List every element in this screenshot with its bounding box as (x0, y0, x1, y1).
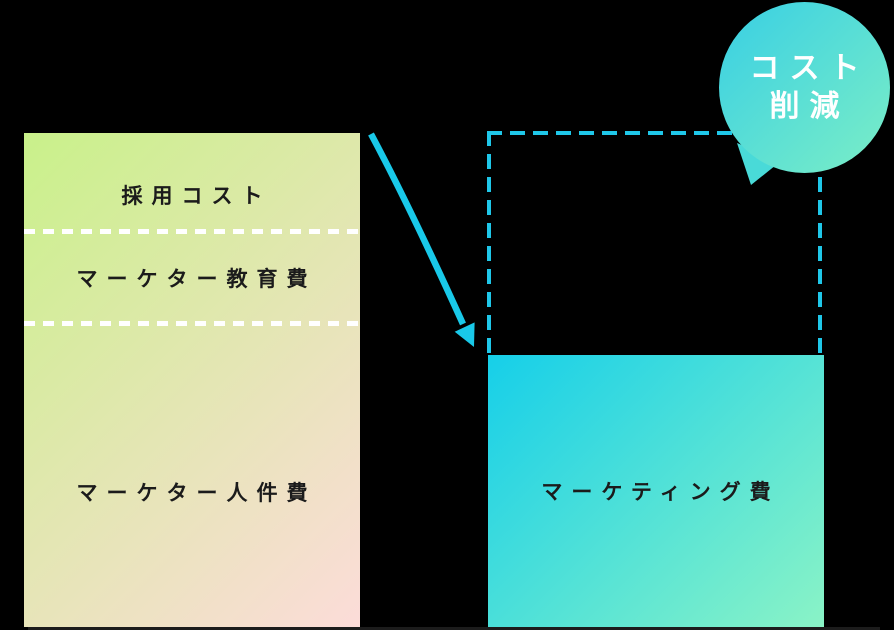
dashed-divider (24, 321, 360, 326)
arrow-head-icon (454, 322, 475, 347)
marketing-cost-label: マーケティング費 (541, 480, 780, 504)
saved-cost-outline-left (487, 131, 491, 355)
bubble-text-line1: コスト (749, 50, 870, 86)
before-costs-box: 採用コスト マーケター教育費 マーケター人件費 (24, 133, 360, 627)
after-costs-box: マーケティング費 (488, 355, 824, 627)
saved-cost-outline-right (818, 131, 822, 355)
reduction-arrow (368, 132, 466, 326)
cost-reduction-bubble: コスト 削減 (719, 2, 890, 173)
marketer-payroll-cost-label: マーケター人件費 (76, 481, 317, 505)
marketer-training-cost-label: マーケター教育費 (76, 267, 317, 291)
bubble-text-line2: 削減 (769, 88, 850, 124)
ground-strip (28, 627, 880, 630)
saved-cost-outline-top (487, 131, 822, 135)
dashed-divider (24, 229, 360, 234)
recruiting-cost-label: 採用コスト (121, 184, 272, 208)
